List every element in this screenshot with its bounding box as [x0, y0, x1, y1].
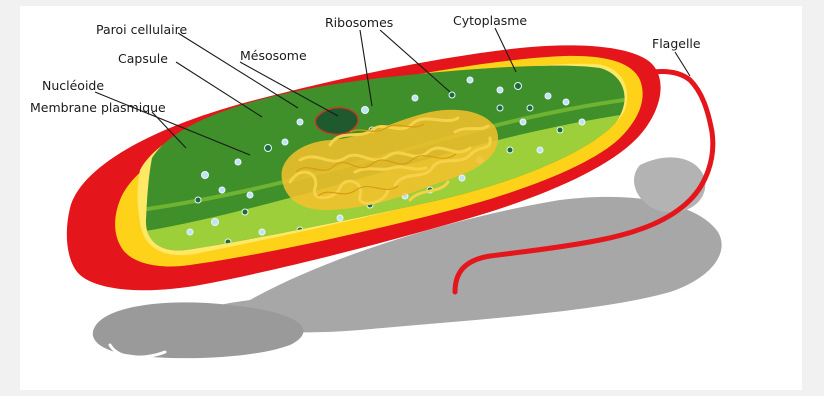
label-cell-wall: Paroi cellulaire — [96, 22, 187, 37]
label-ribosomes: Ribosomes — [325, 15, 393, 30]
label-mesosome: Mésosome — [240, 48, 307, 63]
label-plasma-membrane: Membrane plasmique — [30, 100, 166, 115]
label-flagellum: Flagelle — [652, 36, 701, 51]
label-cytoplasm: Cytoplasme — [453, 13, 527, 28]
label-nucleoid: Nucléoide — [42, 78, 104, 93]
label-capsule: Capsule — [118, 51, 168, 66]
